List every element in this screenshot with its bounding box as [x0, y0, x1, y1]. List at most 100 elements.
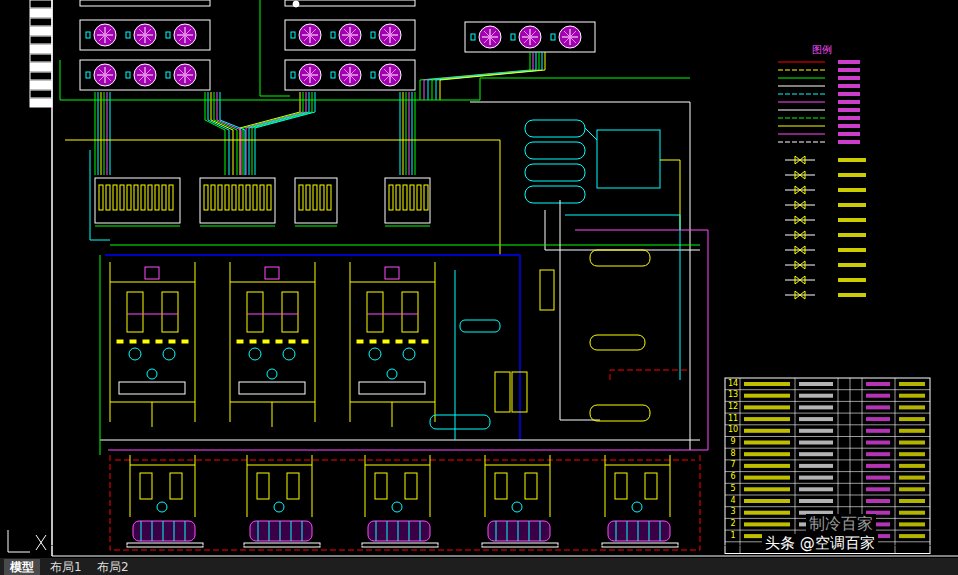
- table-mark: [799, 452, 833, 456]
- table-mark: [799, 405, 833, 409]
- compressor-body: [488, 521, 550, 541]
- legend-line-sample: [778, 86, 825, 87]
- valve-symbol: [795, 186, 805, 194]
- pipe-line: [291, 521, 292, 541]
- pipe-line: [725, 424, 930, 425]
- pipe-line: [740, 378, 741, 554]
- layout-tab: 布局1: [44, 559, 88, 575]
- symbol-circle: [163, 348, 175, 360]
- tab-text: 模型: [10, 560, 34, 574]
- callout-number: 6: [727, 473, 739, 482]
- layout-tab: 模型: [4, 559, 40, 575]
- equipment-outline: [645, 473, 657, 499]
- ruler-block: [30, 36, 52, 44]
- pipe-line: [108, 230, 708, 450]
- table-mark: [866, 441, 890, 445]
- pipe-line: [540, 521, 541, 541]
- table-mark: [744, 394, 790, 398]
- pipe-line: [8, 552, 30, 553]
- header-bar: [299, 185, 303, 210]
- pipe-line: [304, 29, 316, 41]
- header-bar: [424, 185, 428, 210]
- header-bar: [417, 185, 421, 210]
- table-mark: [899, 405, 925, 409]
- pipe-line: [110, 282, 195, 283]
- legend-line-sample: [778, 118, 825, 119]
- symbol-circle: [392, 502, 402, 512]
- distributor-panel: [385, 178, 430, 223]
- table-mark: [866, 452, 890, 456]
- equipment-outline: [512, 372, 527, 412]
- pipe-line: [304, 69, 316, 81]
- table-mark: [744, 429, 790, 433]
- pipe-line: [384, 69, 396, 81]
- layout-tab: 布局2: [91, 559, 135, 575]
- callout-number: 4: [727, 497, 739, 506]
- legend-mark: [838, 108, 860, 112]
- pipe-line: [174, 521, 175, 541]
- pipe-line: [98, 92, 99, 175]
- valve-symbol: [795, 201, 805, 209]
- separator-vessel: [590, 335, 645, 350]
- parts-table: [725, 378, 930, 554]
- pipe-line: [179, 69, 191, 81]
- legend-mark: [838, 140, 860, 144]
- pipe-line: [95, 226, 180, 227]
- table-mark: [899, 487, 925, 491]
- pipe-line: [524, 31, 536, 43]
- pipe-line: [179, 29, 191, 41]
- legend-line-sample: [778, 70, 825, 71]
- equipment-outline: [289, 340, 295, 343]
- pipe-line: [130, 455, 131, 517]
- pipe-line: [507, 521, 508, 541]
- table-mark: [899, 429, 925, 433]
- legend-mark: [838, 218, 866, 222]
- equipment-outline: [257, 473, 269, 499]
- pipe-line: [200, 226, 275, 227]
- pipe-line: [152, 402, 153, 427]
- pipe-line: [725, 495, 930, 496]
- watermark: 制冷百家: [806, 514, 876, 534]
- pipe-line: [52, 556, 958, 557]
- pipe-line: [376, 521, 377, 541]
- fan-symbol: [134, 64, 156, 86]
- pipe-line: [660, 160, 680, 230]
- ruler-block: [30, 0, 52, 8]
- equipment-outline: [287, 473, 299, 499]
- pipe-line: [110, 455, 700, 550]
- header-bar: [99, 185, 103, 210]
- valve-symbol: [795, 261, 805, 269]
- fan-symbol: [339, 64, 361, 86]
- header-bar: [155, 185, 159, 210]
- header-bar: [396, 185, 400, 210]
- legend-line-sample: [778, 134, 825, 135]
- pipe-line: [403, 92, 404, 175]
- header-bar: [113, 185, 117, 210]
- header-bar: [218, 185, 222, 210]
- pipe-line: [795, 378, 796, 554]
- legend-line-sample: [778, 94, 825, 95]
- watermark: 头条 @空调百家: [762, 534, 878, 553]
- distributor-panel: [200, 178, 275, 223]
- header-bar: [253, 185, 257, 210]
- callout-number: 3: [727, 508, 739, 517]
- vessel-symbol: [525, 120, 585, 137]
- header-bar: [134, 185, 138, 210]
- equipment-outline: [615, 473, 627, 499]
- pipe-line: [895, 378, 896, 554]
- callout-number: 10: [727, 426, 739, 435]
- table-mark: [744, 464, 790, 468]
- legend-mark: [838, 203, 866, 207]
- table-mark: [744, 441, 790, 445]
- pipe-line: [725, 401, 930, 402]
- table-mark: [866, 429, 890, 433]
- header-bar: [320, 185, 324, 210]
- equipment-outline: [166, 72, 170, 78]
- pipe-line: [725, 471, 930, 472]
- table-mark: [899, 441, 925, 445]
- legend-mark: [838, 158, 866, 162]
- compressor-body: [608, 521, 670, 541]
- legend-mark: [838, 116, 860, 120]
- equipment-outline: [282, 292, 298, 332]
- pipe-line: [564, 31, 576, 43]
